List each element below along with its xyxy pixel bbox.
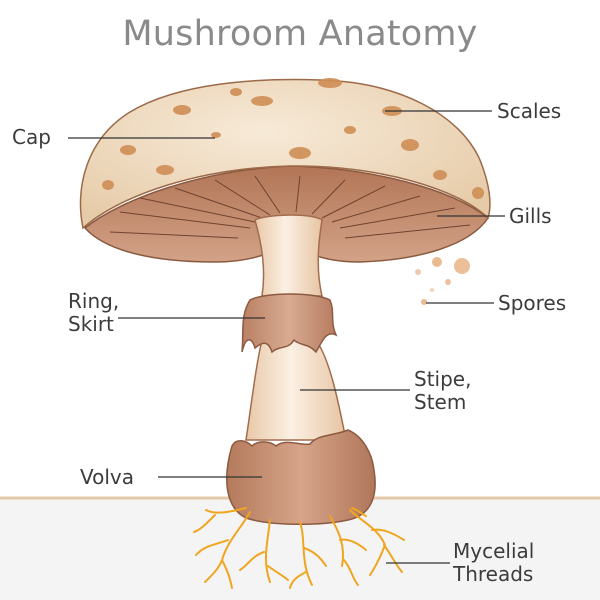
volva xyxy=(226,429,376,526)
label-mycelial-line1: Mycelial xyxy=(453,539,535,563)
label-stipe-line1: Stipe, xyxy=(414,367,472,391)
label-cap: Cap xyxy=(12,125,51,149)
label-ring-line2: Skirt xyxy=(68,312,114,336)
leader-lines xyxy=(68,110,505,564)
gill-lines xyxy=(109,175,471,239)
diagram-title: Mushroom Anatomy xyxy=(122,14,478,54)
label-gills: Gills xyxy=(509,204,552,228)
ring-skirt xyxy=(241,293,338,354)
gills xyxy=(83,165,490,263)
stipe xyxy=(245,337,347,441)
mycelial-threads xyxy=(193,507,405,589)
label-volva: Volva xyxy=(80,465,135,489)
spores xyxy=(415,257,470,305)
label-spores: Spores xyxy=(498,291,567,315)
label-mycelial-threads: Mycelial Threads xyxy=(453,540,534,586)
label-scales: Scales xyxy=(497,99,562,123)
stipe-upper xyxy=(254,214,323,297)
cap xyxy=(79,78,491,230)
label-stipe-stem: Stipe, Stem xyxy=(414,368,471,414)
label-ring-skirt: Ring, Skirt xyxy=(68,290,119,336)
label-mycelial-line2: Threads xyxy=(453,562,534,586)
label-stipe-line2: Stem xyxy=(414,390,467,414)
label-ring-line1: Ring, xyxy=(68,289,120,313)
